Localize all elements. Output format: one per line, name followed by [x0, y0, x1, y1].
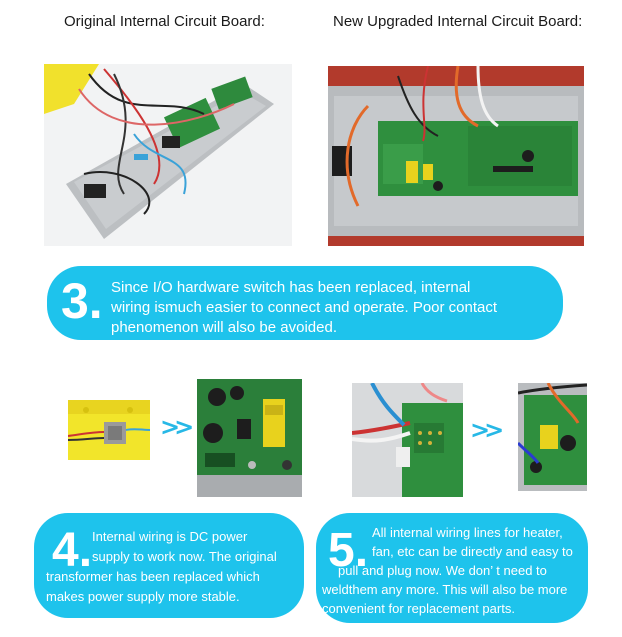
- section5-line: convenient for replacement parts.: [322, 601, 515, 616]
- photo-new-plug-wiring: [518, 383, 587, 491]
- arrow-icon: >>: [160, 413, 194, 441]
- arrow-icon: >>: [470, 416, 504, 444]
- section3-line: Since I/O hardware switch has been repla…: [111, 279, 471, 296]
- photo-new-power-board: [197, 379, 302, 497]
- info-bubble-3: 3. Since I/O hardware switch has been re…: [47, 266, 563, 340]
- section4-line: makes power supply more stable.: [46, 589, 240, 604]
- section-number-4: 4.: [52, 524, 93, 577]
- section-number-5: 5.: [328, 524, 369, 577]
- section4-line: transformer has been replaced which: [46, 569, 260, 584]
- section-number-3: 3.: [61, 273, 103, 329]
- info-bubble-5: 5. All internal wiring lines for heater,…: [316, 513, 588, 623]
- section3-line: wiring ismuch easier to connect and oper…: [111, 299, 498, 316]
- section3-line: phenomenon will also be avoided.: [111, 319, 337, 336]
- heading-original-board: Original Internal Circuit Board:: [64, 13, 265, 30]
- photo-old-wiring: [352, 383, 463, 497]
- section5-line: fan, etc can be directly and easy to: [372, 544, 573, 559]
- section5-line: All internal wiring lines for heater,: [372, 525, 563, 540]
- photo-old-transformer: [68, 400, 150, 460]
- section4-line: Internal wiring is DC power: [92, 529, 248, 544]
- info-bubble-4: 4. Internal wiring is DC power supply to…: [34, 513, 304, 618]
- heading-upgraded-board: New Upgraded Internal Circuit Board:: [333, 13, 583, 30]
- section5-line: pull and plug now. We don’ t need to: [338, 563, 547, 578]
- section4-line: supply to work now. The original: [92, 549, 277, 564]
- photo-upgraded-circuit-board: [328, 66, 584, 246]
- photo-original-circuit-board: [44, 64, 292, 246]
- section5-line: weldthem any more. This will also be mor…: [322, 582, 568, 597]
